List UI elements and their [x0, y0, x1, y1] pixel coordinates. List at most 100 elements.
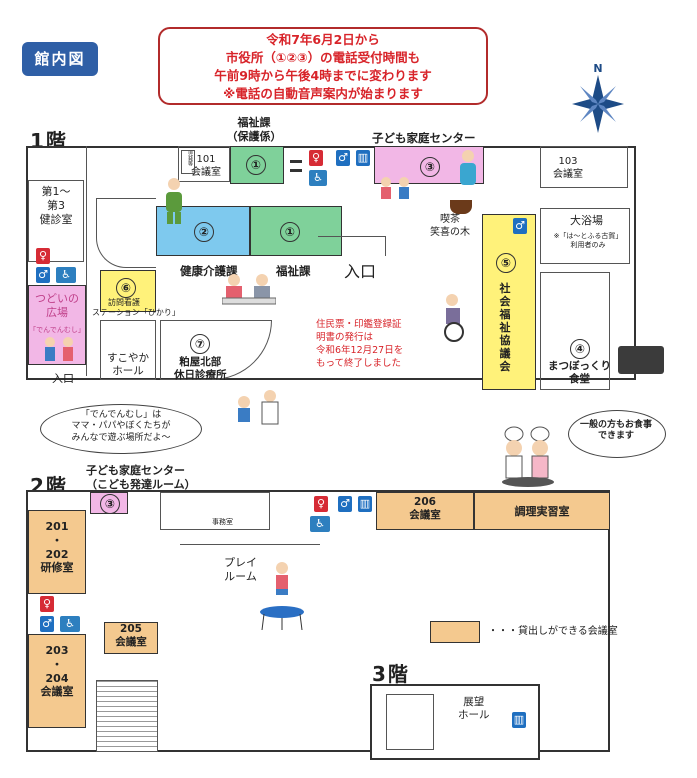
sukoyaka-hall [100, 320, 156, 380]
play-room [180, 544, 320, 580]
map-title-text: 館内図 [34, 50, 86, 68]
number-3-marker-2f: ③ [100, 494, 120, 514]
corridor-wall [86, 146, 88, 376]
meal-tray-icon [618, 346, 664, 374]
women-restroom-icon-2: ♀ [309, 150, 323, 166]
cafeteria-speech-bubble [568, 410, 666, 458]
women-restroom-icon-2f: ♀ [40, 596, 54, 612]
social-welfare-label: 社会福祉協議会 [499, 282, 511, 373]
tsudoi-hiroba-room [28, 285, 86, 365]
number-5-marker: ⑤ [496, 253, 516, 273]
floor-3-outline [370, 684, 540, 760]
child-jumping-illustration-icon [268, 560, 296, 600]
cooking-room-label: 調理実習室 [514, 505, 570, 518]
accessible-restroom-icon-2: ♿ [309, 170, 327, 186]
number-1-marker: ① [246, 155, 266, 175]
room-201-202 [28, 510, 86, 594]
large-bath-label: 大浴場 [570, 214, 603, 227]
number-1-marker-2: ① [280, 222, 300, 242]
women-restroom-icon-2f-b: ♀ [314, 496, 328, 512]
matsubokkuri-cafeteria [540, 272, 610, 390]
side-entrance-label: 入口 [52, 372, 74, 385]
chefs-illustration-icon [500, 426, 556, 488]
accessible-restroom-icon-2f: ♿ [60, 616, 80, 632]
number-7-marker: ⑦ [190, 334, 210, 354]
compass-north-label: N [593, 62, 602, 75]
men-restroom-icon-2f-b: ♂ [338, 496, 352, 512]
number-2-marker: ② [194, 222, 214, 242]
office-label: 事務室 [212, 518, 233, 526]
cafe-label: 喫茶笑喜の木 [430, 214, 470, 238]
room-101 [178, 146, 230, 182]
notice-line-4: ※電話の自動音声案内が始まります [223, 86, 423, 101]
observation-hall-label: 展望ホール [458, 696, 490, 722]
coffee-cup-icon [450, 200, 472, 214]
corridor-curve [96, 198, 156, 268]
resident-certificate-notice: 住民票・印鑑登録証明書の発行は 令和6年12月27日をもって終了しました [316, 319, 404, 369]
accessible-restroom-icon: ♿ [56, 267, 76, 283]
health-care-label: 健康介護課 [180, 264, 238, 278]
cooking-room [474, 492, 610, 530]
men-restroom-icon: ♂ [36, 267, 50, 283]
legend-text: ・・・貸出しができる会議室 [488, 626, 618, 637]
kenshin-room [28, 180, 84, 262]
notice-line-3: 午前9時から午後4時までに変わります [214, 68, 432, 83]
men-restroom-icon-2: ♂ [336, 150, 350, 166]
visiting-nurse-label: 訪問看護ステーション「ひかり」 [92, 298, 180, 317]
room-206 [376, 492, 474, 530]
storage-box: 児発等 [181, 150, 195, 174]
men-restroom-icon-3: ♂ [513, 218, 527, 234]
women-restroom-icon: ♀ [36, 248, 50, 264]
cafeteria-bubble-text: 一般の方もお食事できます [579, 420, 652, 442]
sukoyaka-hall-label: すこやかホール [107, 352, 149, 378]
floor-3-label: 3階 [372, 662, 410, 686]
family-illustration-icon [376, 150, 416, 206]
elevator-icon-2f: ▥ [358, 496, 372, 512]
tsudoi-sub-label: 「でんでんむし」 [29, 326, 85, 334]
office-room [160, 492, 270, 530]
tsudoi-bubble-text: 「でんでんむし」はママ・パパやぼくたちがみんなで遊ぶ場所だよ～ [71, 410, 171, 443]
compass-rose-icon: N [568, 60, 628, 135]
main-entrance-label: 入口 [344, 262, 377, 281]
accessible-restroom-icon-2f-b: ♿ [310, 516, 330, 532]
number-6-marker: ⑥ [116, 278, 136, 298]
number-4-marker: ④ [570, 339, 590, 359]
number-3-marker: ③ [420, 157, 440, 177]
tsudoi-speech-bubble [40, 404, 202, 454]
stairs-icon [290, 160, 302, 172]
child-development-room-label: 子ども家庭センター（こども発達ルーム） [86, 464, 196, 491]
trampoline-icon [258, 604, 306, 632]
counter-staff-illustration-icon [221, 270, 277, 306]
elevator-icon-3f: ▥ [512, 712, 526, 728]
elderly-exercise-illustration-icon [156, 176, 192, 226]
mother-child-illustration-icon [454, 148, 484, 192]
social-welfare-council [482, 214, 536, 390]
cafeteria-label: まつぼっくり食堂 [548, 360, 611, 386]
wheelchair-user-illustration-icon [436, 292, 472, 342]
welfare-label: 福祉課 [276, 264, 311, 278]
phone-hours-notice: 令和7年6月2日から 市役所（①②③）の電話受付時間も 午前9時から午後4時まで… [158, 27, 488, 105]
child-family-center-label: 子ども家庭センター [372, 131, 476, 145]
map-title-badge: 館内図 [22, 42, 98, 76]
men-restroom-icon-2f: ♂ [40, 616, 54, 632]
elevator-icon: ▥ [356, 150, 370, 166]
room-103 [540, 146, 628, 188]
floor-3-stairs [386, 694, 434, 750]
counter-line [318, 236, 386, 256]
room-203-204 [28, 634, 86, 728]
doctor-child-illustration-icon [232, 388, 284, 430]
holiday-clinic-label: 粕屋北部休日診療所 [174, 356, 227, 382]
tsudoi-label: つどいの広場 [35, 292, 79, 319]
play-room-label: プレイルーム [224, 556, 257, 583]
stair-block [96, 680, 158, 752]
room-205 [104, 622, 158, 654]
parents-child-illustration-icon [40, 334, 80, 366]
notice-line-1: 令和7年6月2日から [266, 32, 380, 47]
